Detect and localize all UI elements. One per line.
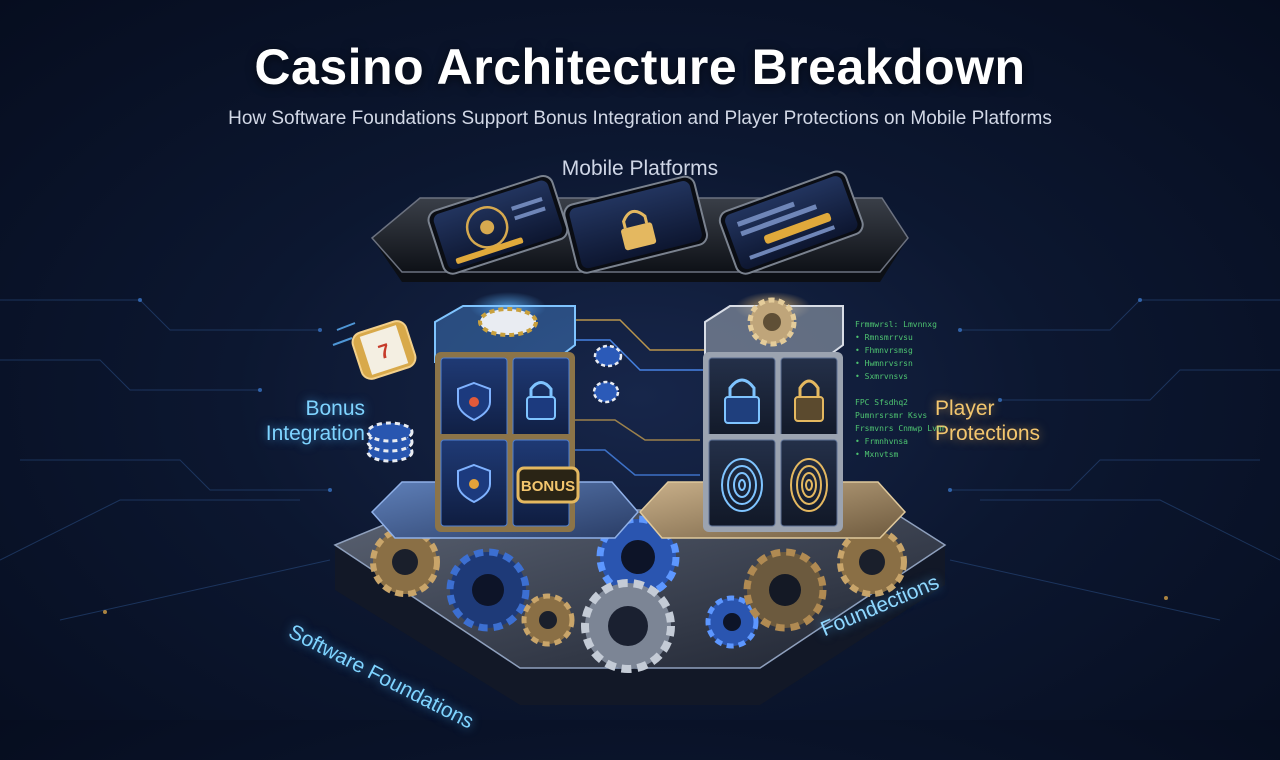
casino-chip-icon xyxy=(366,421,414,463)
label-bonus-integration: Bonus Integration xyxy=(265,397,365,446)
smartphone-icon xyxy=(427,174,569,275)
casino-chip-icon xyxy=(478,307,538,337)
connector-lines xyxy=(575,319,705,476)
gear-icon xyxy=(370,527,440,597)
lock-icon xyxy=(526,381,556,420)
code-line: • Mxnvtsm xyxy=(855,450,899,459)
gear-icon xyxy=(596,515,680,599)
shield-icon xyxy=(457,381,491,422)
casino-chip-icon xyxy=(592,380,620,404)
lock-icon xyxy=(724,378,760,424)
circuit-dots xyxy=(103,298,1168,614)
casino-chip-icon xyxy=(593,344,623,368)
gear-icon xyxy=(837,527,907,597)
circuit-lines xyxy=(0,299,1280,621)
code-line: • Fhmnvrsmsg xyxy=(855,346,913,355)
code-line: Pumnrsrsmr Ksvs xyxy=(855,411,928,420)
code-line: • Hwmnrvsrsn xyxy=(855,359,913,368)
bonus-badge: BONUS xyxy=(516,466,580,504)
code-line: • Sxmrvnsvs xyxy=(855,372,908,381)
code-line: • Frmnhvnsa xyxy=(855,437,908,446)
page-subtitle: How Software Foundations Support Bonus I… xyxy=(228,108,1052,129)
shield-icon xyxy=(457,463,491,504)
gear-icon xyxy=(581,579,675,673)
code-line: Frmmwrsl: Lmvnnxg xyxy=(855,320,937,329)
label-player-protections: Player Protections xyxy=(935,397,1041,446)
code-line xyxy=(855,385,945,394)
code-line: • Rmnsmrrvsu xyxy=(855,333,913,342)
code-panel: Frmmwrsl: Lmvnnxg • Rmnsmrrvsu • Fhmnvrs… xyxy=(855,320,945,463)
lock-icon xyxy=(621,209,657,251)
lock-icon xyxy=(794,379,824,422)
gear-cluster xyxy=(370,515,907,673)
code-line: Frsmvnrs Cnmwp Lvnna xyxy=(855,424,945,433)
fingerprint-icon xyxy=(721,458,763,512)
bonus-tower xyxy=(434,305,576,532)
protections-tower xyxy=(703,297,844,532)
fingerprint-icon xyxy=(790,458,828,512)
gear-icon xyxy=(705,595,759,649)
gear-icon xyxy=(446,548,530,632)
gear-icon xyxy=(521,593,575,647)
bonus-badge-text: BONUS xyxy=(521,478,575,495)
page-title: Casino Architecture Breakdown xyxy=(254,39,1026,95)
smartphone-icon xyxy=(563,175,709,274)
label-mobile-platforms: Mobile Platforms xyxy=(561,157,719,180)
slot-reel-icon: 7 xyxy=(351,320,417,380)
code-line: FPC Sfsdhq2 xyxy=(855,398,908,407)
gear-icon xyxy=(747,297,797,347)
smartphone-icon xyxy=(718,170,864,275)
gear-icon xyxy=(743,548,827,632)
motion-lines xyxy=(332,322,356,346)
architecture-scene: BONUS 7 xyxy=(0,170,1280,705)
